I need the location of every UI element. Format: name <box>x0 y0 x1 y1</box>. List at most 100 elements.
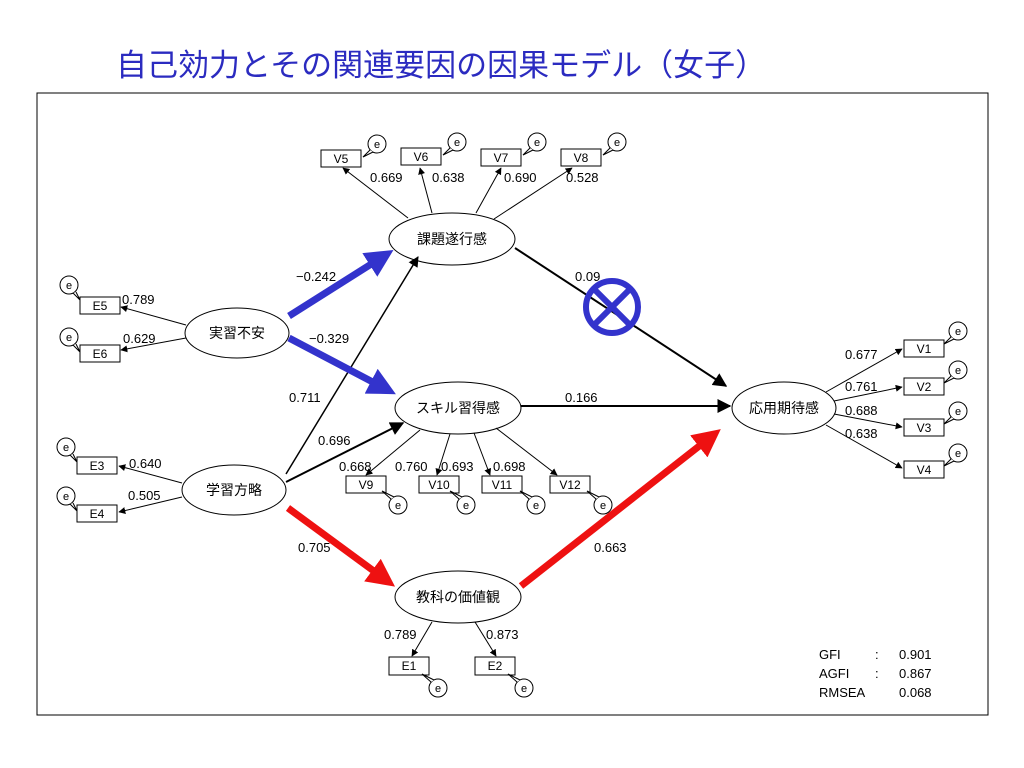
latent-kyoka: 教科の価値観 <box>394 570 522 624</box>
latent-oyo: 応用期待感 <box>731 381 837 435</box>
error-icon: e <box>522 132 547 156</box>
diagram-frame <box>36 92 989 716</box>
path-kyoka-oyo <box>518 429 721 589</box>
svg-text:e: e <box>463 500 469 512</box>
loading-v4: 0.638 <box>845 426 878 441</box>
fit-gfi-value: 0.901 <box>899 647 932 662</box>
indicator-e1: E1 <box>402 659 417 673</box>
path-gakushu-kyoka <box>285 505 396 587</box>
indicator-v2: V2 <box>917 380 932 394</box>
loading-v9: 0.668 <box>339 459 372 474</box>
indicator-v5: V5 <box>334 152 349 166</box>
indicator-e6: E6 <box>93 347 108 361</box>
coef-kyoka-oyo: 0.663 <box>594 540 627 555</box>
svg-text:e: e <box>395 500 401 512</box>
svg-text:e: e <box>533 500 539 512</box>
indicator-e4: E4 <box>90 507 105 521</box>
fit-agfi-label: AGFI <box>819 666 850 681</box>
svg-text:e: e <box>66 280 72 292</box>
indicator-v9: V9 <box>359 478 374 492</box>
indicator-group-skill: V9 V10 V11 V12 0.668 0.760 0.693 0.698 <box>339 427 591 494</box>
coef-jisshu-skill: −0.329 <box>309 331 349 346</box>
loading-v7: 0.690 <box>504 170 537 185</box>
error-icon: e <box>586 490 613 515</box>
loading-v3: 0.688 <box>845 403 878 418</box>
loading-e1: 0.789 <box>384 627 417 642</box>
indicator-v12: V12 <box>559 478 581 492</box>
indicator-e5: E5 <box>93 299 108 313</box>
loading-v12: 0.698 <box>493 459 526 474</box>
error-icon: e <box>519 490 546 515</box>
error-icon: e <box>943 321 968 345</box>
loading-e5: 0.789 <box>122 292 155 307</box>
path-jisshu-skill <box>287 334 396 395</box>
svg-text:e: e <box>614 137 620 149</box>
svg-text:e: e <box>63 491 69 503</box>
indicator-v3: V3 <box>917 421 932 435</box>
path-gakushu-skill <box>285 422 405 483</box>
indicator-group-oyo: V1 V2 V3 V4 0.677 0.761 0.688 0.638 <box>825 339 945 479</box>
indicator-group-kadai: V5 V6 V7 V8 0.669 0.638 0.690 0.528 <box>320 147 602 220</box>
latent-jisshu: 実習不安 <box>184 307 290 359</box>
fit-rmsea-label: RMSEA <box>819 685 866 700</box>
loading-v2: 0.761 <box>845 379 878 394</box>
svg-text:e: e <box>66 332 72 344</box>
svg-text:e: e <box>435 683 441 695</box>
indicator-v11: V11 <box>492 478 513 492</box>
indicator-v10: V10 <box>428 478 450 492</box>
coef-gakushu-kyoka: 0.705 <box>298 540 331 555</box>
path-gakushu-kadai <box>285 256 419 475</box>
error-icon: e <box>59 327 81 353</box>
error-icon: e <box>507 673 534 698</box>
indicator-v1: V1 <box>917 342 932 356</box>
latent-kyoka-label: 教科の価値観 <box>416 589 500 606</box>
error-icon: e <box>943 360 968 384</box>
loading-v11: 0.693 <box>441 459 474 474</box>
fit-gfi-label: GFI <box>819 647 841 662</box>
coef-skill-oyo: 0.166 <box>565 390 598 405</box>
latent-skill-label: スキル習得感 <box>416 400 500 417</box>
error-terms: e e e e e e e e e e e e e e e e e e <box>56 132 968 698</box>
latent-oyo-label: 応用期待感 <box>749 400 819 417</box>
indicator-e2: E2 <box>488 659 503 673</box>
latent-gakushu-label: 学習方略 <box>206 483 262 499</box>
error-icon: e <box>943 443 968 467</box>
loading-e2: 0.873 <box>486 627 519 642</box>
loading-e6: 0.629 <box>123 331 156 346</box>
svg-text:e: e <box>374 139 380 151</box>
latent-skill: スキル習得感 <box>394 381 522 435</box>
indicator-v4: V4 <box>917 463 932 477</box>
coef-kadai-oyo: 0.09 <box>575 269 600 284</box>
svg-text:e: e <box>955 326 961 338</box>
latent-gakushu: 学習方略 <box>181 464 287 516</box>
svg-text:e: e <box>600 500 606 512</box>
indicator-group-kyoka: E1 E2 0.789 0.873 <box>384 621 519 676</box>
latent-kadai: 課題遂行感 <box>388 212 516 266</box>
slide-title: 自己効力とその関連要因の因果モデル（女子） <box>116 48 767 84</box>
loading-e4: 0.505 <box>128 488 161 503</box>
svg-text:e: e <box>955 448 961 460</box>
svg-text:e: e <box>454 137 460 149</box>
indicator-group-gakushu: E3 E4 0.640 0.505 <box>76 456 183 523</box>
loading-v5: 0.669 <box>370 170 403 185</box>
indicator-e3: E3 <box>90 459 105 473</box>
indicator-v7: V7 <box>494 151 509 165</box>
fit-rmsea-value: 0.068 <box>899 685 932 700</box>
svg-text:e: e <box>955 365 961 377</box>
fit-agfi-value: 0.867 <box>899 666 932 681</box>
error-icon: e <box>602 132 627 156</box>
loading-v6: 0.638 <box>432 170 465 185</box>
indicator-v6: V6 <box>414 150 429 164</box>
coef-jisshu-kadai: −0.242 <box>296 269 336 284</box>
path-jisshu-kadai <box>287 250 394 319</box>
error-icon: e <box>442 132 467 156</box>
error-icon: e <box>449 490 476 515</box>
svg-text:e: e <box>521 683 527 695</box>
coef-gakushu-skill: 0.696 <box>318 433 351 448</box>
latent-jisshu-label: 実習不安 <box>209 326 265 342</box>
error-icon: e <box>381 490 408 515</box>
error-icon: e <box>56 437 78 463</box>
indicator-v8: V8 <box>574 151 589 165</box>
indicator-group-jisshu: E5 E6 0.789 0.629 <box>79 292 187 363</box>
